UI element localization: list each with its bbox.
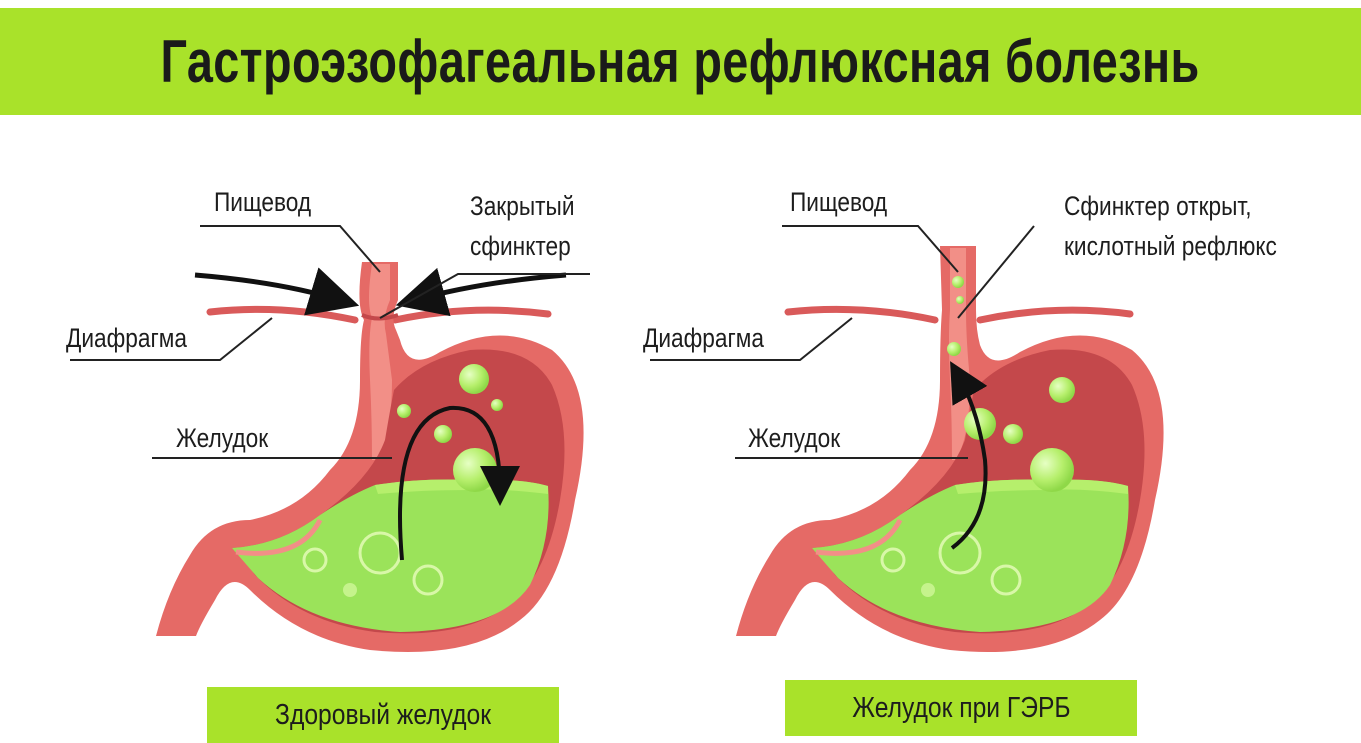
right-stomach-illustration (650, 225, 1164, 652)
left-acid-circulation-arrow (398, 405, 520, 561)
left-esophagus-label: Пищевод (214, 187, 312, 217)
left-arrow-left (194, 267, 360, 316)
page-title: Гастроэзофагеальная рефлюксная болезнь (160, 28, 1201, 95)
left-sphincter (361, 313, 399, 321)
left-stomach-illustration (70, 225, 590, 652)
title-banner: Гастроэзофагеальная рефлюксная болезнь (0, 8, 1361, 115)
right-caption-box: Желудок при ГЭРБ (785, 680, 1137, 736)
left-caption: Здоровый желудок (275, 698, 491, 731)
left-arrow-right (395, 267, 567, 317)
left-esophagus-leader (200, 225, 381, 273)
left-caption-box: Здоровый желудок (207, 687, 559, 743)
right-reflux-arrow (950, 361, 988, 550)
right-caption: Желудок при ГЭРБ (851, 691, 1071, 724)
right-diaphragm-right (976, 306, 1134, 324)
right-diaphragm-leader (650, 317, 853, 361)
left-sphincter-leader (379, 273, 590, 319)
right-diaphragm-label: Диафрагма (643, 323, 765, 353)
left-diaphragm-label: Диафрагма (66, 323, 188, 353)
left-sphincter-label-line2: сфинктер (470, 231, 571, 261)
left-diaphragm (206, 305, 359, 324)
right-diaphragm (784, 305, 939, 324)
right-acid-fluid (812, 479, 1129, 632)
left-sphincter-label-line1: Закрытый (470, 191, 575, 221)
left-acid-fluid (232, 479, 549, 632)
right-stomach-label: Желудок (748, 423, 841, 453)
right-esophagus-leader (782, 225, 959, 273)
right-sphincter-label-line2: кислотный рефлюкс (1064, 231, 1277, 261)
left-diaphragm-leader (70, 317, 273, 361)
left-stomach-label: Желудок (176, 423, 269, 453)
right-sphincter-label-line1: Сфинктер открыт, (1064, 191, 1252, 221)
right-esophagus-label: Пищевод (790, 187, 888, 217)
left-diaphragm-right (391, 306, 552, 324)
right-sphincter-leader (957, 225, 1035, 319)
